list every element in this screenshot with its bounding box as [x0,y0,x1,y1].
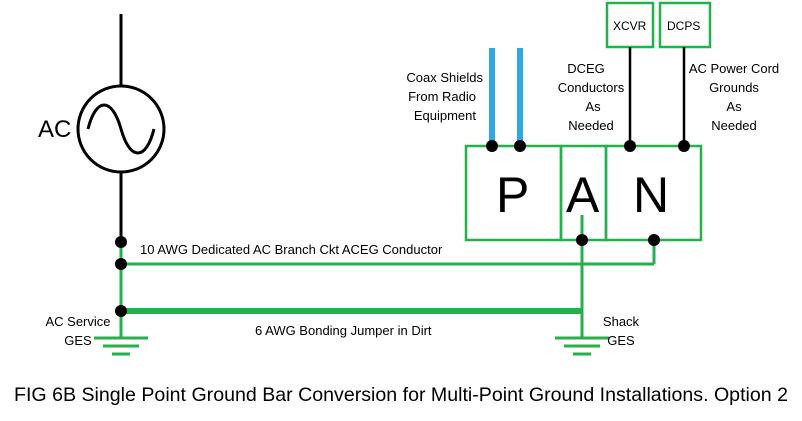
p-bar-terminal-dot [514,140,526,152]
svg-text:Needed: Needed [711,118,757,133]
figure-caption: FIG 6B Single Point Ground Bar Conversio… [14,384,788,406]
coax-label: Coax Shields From Radio Equipment [406,70,483,123]
pan-ground-bar: P A N [464,144,703,242]
a-bar-terminal-dot [576,234,588,246]
ac-source: AC [38,14,166,242]
sine-wave-icon [86,103,156,155]
n-bar-terminal-dot [678,140,690,152]
aceg-conductor-label: 10 AWG Dedicated AC Branch Ckt ACEG Cond… [140,242,443,257]
junction-dot [115,258,127,270]
svg-text:From Radio: From Radio [408,89,476,104]
svg-text:DCEG: DCEG [567,61,605,76]
dcps-label: DCPS [667,19,700,33]
bonding-jumper-label: 6 AWG Bonding Jumper in Dirt [255,323,432,338]
svg-text:AC Service: AC Service [45,314,110,329]
shack-ges-label: Shack GES [603,314,640,348]
svg-text:Needed: Needed [568,118,614,133]
ac-cord-label: AC Power Cord Grounds As Needed [689,61,779,133]
svg-text:Equipment: Equipment [414,108,477,123]
svg-text:Shack: Shack [603,314,640,329]
xcvr-box: XCVR [605,1,655,49]
a-bar-letter: A [566,167,600,223]
svg-text:GES: GES [64,333,92,348]
ac-service-ground-icon [94,336,148,356]
svg-text:As: As [726,99,742,114]
n-bar-terminal-dot [648,234,660,246]
dceg-label: DCEG Conductors As Needed [558,61,625,133]
svg-text:Coax Shields: Coax Shields [406,70,483,85]
svg-text:As: As [585,99,601,114]
junction-dot [115,236,127,248]
ac-label: AC [38,116,71,143]
ac-service-ges-label: AC Service GES [45,314,110,348]
svg-text:Grounds: Grounds [709,80,759,95]
dcps-box: DCPS [658,1,712,49]
xcvr-label: XCVR [613,19,647,33]
svg-text:AC Power Cord: AC Power Cord [689,61,779,76]
svg-text:GES: GES [607,333,635,348]
junction-dot [115,305,127,317]
svg-text:Conductors: Conductors [558,80,625,95]
p-bar-terminal-dot [486,140,498,152]
n-bar-letter: N [633,167,669,223]
p-bar-letter: P [496,167,529,223]
coax-shields [489,48,523,146]
n-bar-terminal-dot [624,140,636,152]
ground-wiring [119,215,656,338]
shack-ground-icon [555,336,609,356]
